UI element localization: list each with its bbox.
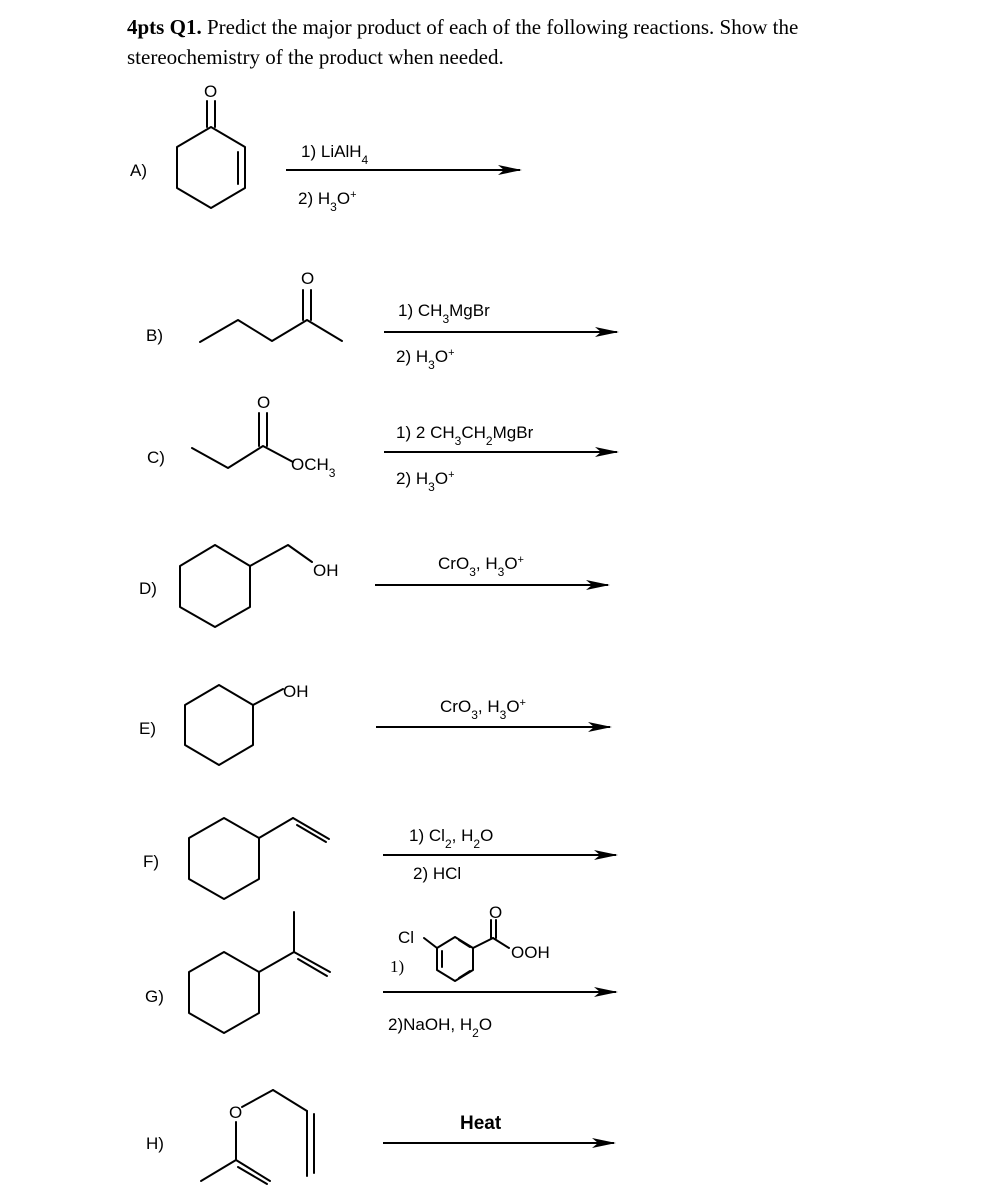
butanone-structure: O <box>199 269 343 343</box>
reaction-f: F) 1) Cl2, H2O 2) HCl <box>143 817 618 900</box>
substituent-d: OH <box>313 561 339 580</box>
allyl-vinyl-ether-structure: O <box>200 1089 315 1185</box>
reaction-c: C) O OCH3 1) 2 CH3CH2MgBr 2) H3O+ <box>147 393 619 494</box>
substituent-e: OH <box>283 682 309 701</box>
atom-chlorine: Cl <box>398 928 414 947</box>
substituent-c: OCH3 <box>291 455 336 480</box>
question-number: Q1. <box>169 15 202 39</box>
atom-oxygen: O <box>301 269 314 288</box>
label-a: A) <box>130 161 147 180</box>
reagent-e-1: CrO3, H3O+ <box>440 697 526 722</box>
reaction-b: B) O 1) CH3MgBr 2) H3O+ <box>146 269 619 372</box>
question-text: 4pts Q1. Predict the major product of ea… <box>127 12 927 72</box>
cyclohexanemethanol-structure: OH <box>184 682 309 766</box>
atom-ooh: OOH <box>511 943 550 962</box>
reaction-g: G) Cl O OOH 1) 2)NaOH, H2O <box>145 903 618 1040</box>
reagent-a-2: 2) H3O+ <box>298 189 357 214</box>
reagent-g-1: 1) <box>390 957 404 976</box>
cyclohexenone-structure: O <box>176 82 246 209</box>
reagent-d-1: CrO3, H3O+ <box>438 554 524 579</box>
mcpba-structure: Cl O OOH <box>398 903 550 982</box>
atom-oxygen: O <box>489 903 502 922</box>
atom-oxygen: O <box>229 1103 242 1122</box>
isopropenylcyclohexane-structure <box>188 911 331 1034</box>
label-c: C) <box>147 448 165 467</box>
label-e: E) <box>139 719 156 738</box>
reagent-f-2: 2) HCl <box>413 864 461 883</box>
reaction-h: H) O Heat <box>146 1089 616 1185</box>
reagent-g-2: 2)NaOH, H2O <box>388 1015 492 1040</box>
reagent-f-1: 1) Cl2, H2O <box>409 826 493 851</box>
label-h: H) <box>146 1134 164 1153</box>
reagent-b-2: 2) H3O+ <box>396 347 455 372</box>
reaction-a: A) O 1) LiAlH4 2) H3O+ <box>130 82 522 214</box>
question-prompt: Predict the major product of each of the… <box>127 15 799 69</box>
reaction-e: E) OH CrO3, H3O+ <box>139 682 612 766</box>
vinylcyclohexane-structure <box>188 817 330 900</box>
reaction-d: D) OH CrO3, H3O+ <box>139 544 610 628</box>
reagent-c-1: 1) 2 CH3CH2MgBr <box>396 423 534 448</box>
reagent-a-1: 1) LiAlH4 <box>301 142 369 167</box>
cyclohexylethanol-structure: OH <box>179 544 339 628</box>
label-g: G) <box>145 987 164 1006</box>
reagent-h-heat: Heat <box>460 1113 502 1134</box>
atom-oxygen: O <box>257 393 270 412</box>
label-d: D) <box>139 579 157 598</box>
reagent-c-2: 2) H3O+ <box>396 469 455 494</box>
label-b: B) <box>146 326 163 345</box>
question-points: 4pts <box>127 15 165 39</box>
methyl-propanoate-structure: O OCH3 <box>191 393 336 480</box>
label-f: F) <box>143 852 159 871</box>
atom-oxygen: O <box>204 82 217 101</box>
reagent-b-1: 1) CH3MgBr <box>398 301 490 326</box>
